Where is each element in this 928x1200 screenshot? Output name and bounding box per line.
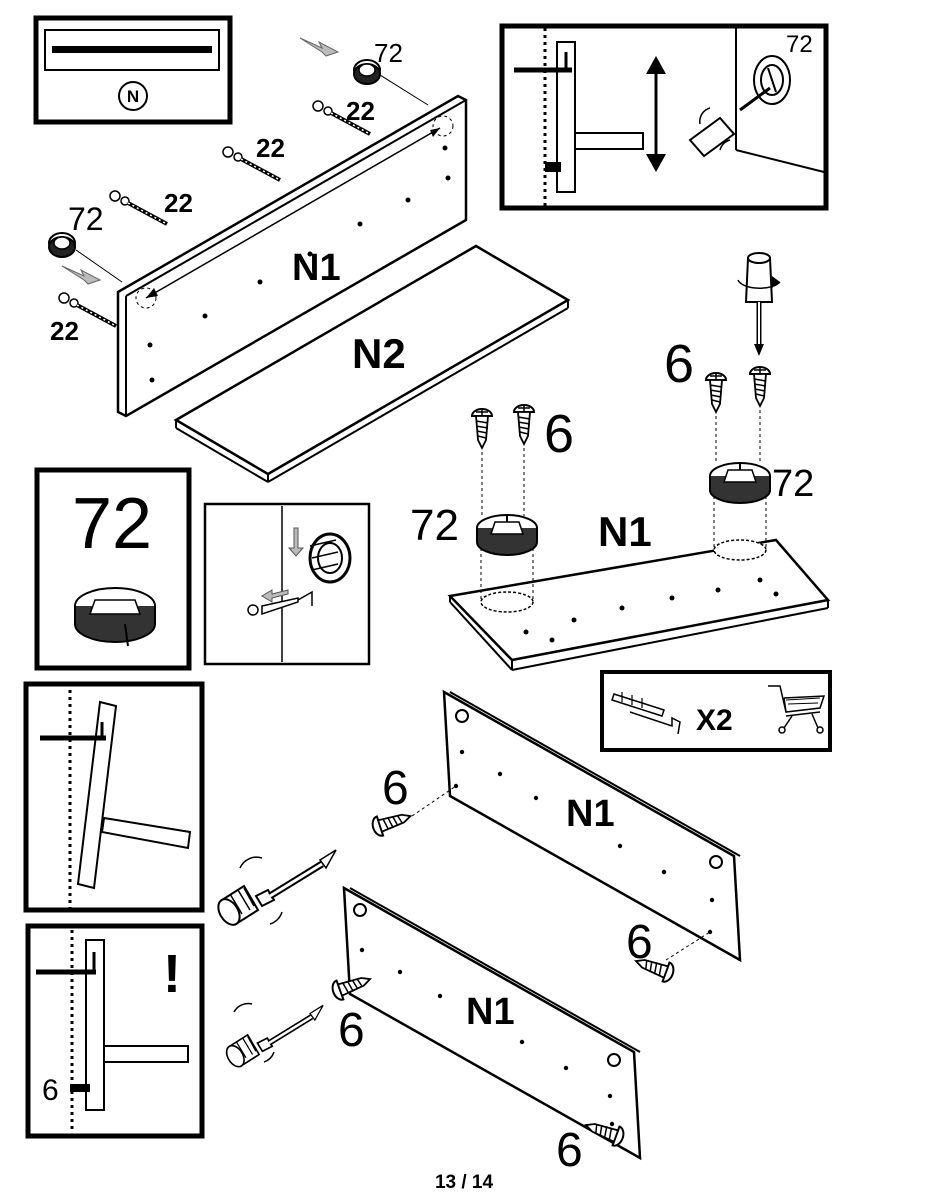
label-screw-6-right: 6 [664,334,694,394]
label-panel-n1-middle: N1 [598,508,652,555]
label-screw-6-left: 6 [544,404,574,464]
label-panel-n1-bottom-lower: N1 [466,991,515,1033]
label-screw-6-bottom-3: 6 [338,1004,365,1057]
page-number: 13 / 14 [434,1172,494,1193]
label-cam-72-a: 72 [374,38,403,68]
panel-n1-bottom-lower [342,885,642,1161]
label-panel-n1-top: N1 [292,247,341,289]
label-kit-multiplier: X2 [696,704,733,737]
label-screw-22-3: 22 [164,188,193,218]
cam-detail-box: 72 [34,467,192,671]
label-cam-72-left: 72 [410,501,459,550]
legend-box: N [33,15,233,125]
label-warning-mark: ! [163,944,181,1004]
middle-assembly: N1 6 6 72 72 [410,252,831,671]
side-detail-upper [23,681,205,913]
label-cam-detail-72: 72 [72,484,152,564]
top-assembly: N1 N2 72 72 22 22 22 22 [48,37,571,483]
side-detail-lower: ! 6 [25,923,205,1139]
label-screw-22-4: 22 [50,316,79,346]
label-screw-6-bottom-1: 6 [382,762,409,815]
detail-hanging: 72 [499,23,829,211]
label-screw-6-bottom-4: 6 [556,1124,583,1177]
bottom-assembly: N1 N1 6 6 6 6 [214,689,742,1177]
legend-panel-letter: N [127,87,139,106]
label-panel-n1-bottom-upper: N1 [566,793,615,835]
label-screw-22-1: 22 [346,96,375,126]
label-detail-cam-72: 72 [786,31,813,58]
panel-n1-top [116,94,468,418]
label-panel-n2: N2 [352,330,406,377]
label-cam-72-right: 72 [772,463,814,505]
label-warning-screw-6: 6 [42,1074,59,1107]
panel-n1-bottom-upper [442,689,742,963]
label-screw-6-bottom-2: 6 [626,916,653,969]
wallplug-detail [203,502,371,666]
label-cam-72-b: 72 [68,201,104,237]
label-screw-22-2: 22 [256,133,285,163]
wall-kit-box: X2 [600,670,832,752]
